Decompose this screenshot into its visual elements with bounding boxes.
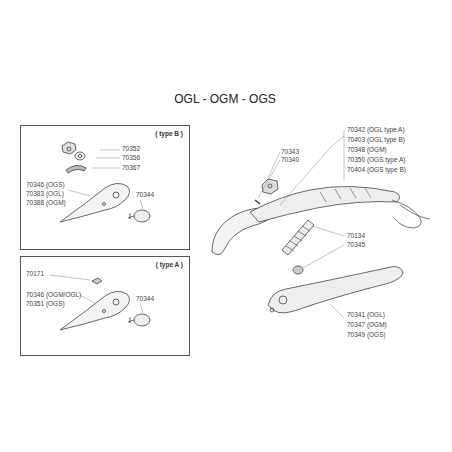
callout-number: 70171 — [26, 271, 44, 278]
callout-number: 70343 — [281, 149, 299, 156]
callout-number: 70347 (OGM) — [347, 322, 387, 329]
callout-number: 70403 (OGL type B) — [347, 137, 405, 144]
box-heading: ( type A ) — [156, 261, 183, 268]
callout-number: 70342 (OGL type A) — [347, 127, 405, 134]
callout-number: 70351 (OGS) — [26, 301, 65, 308]
callout-number: 70367 — [122, 165, 140, 172]
callout-number: 70341 (OGL) — [347, 312, 385, 319]
callout-number: 70346 (OGS) — [26, 182, 65, 189]
callout-number: 70340 — [281, 157, 299, 164]
callout-number: 70134 — [347, 233, 365, 240]
callout-number: 70383 (OGL) — [26, 191, 64, 198]
callout-number: 70352 — [122, 146, 140, 153]
callout-number: 70349 (OGS) — [347, 332, 386, 339]
callout-number: 70344 — [136, 192, 154, 199]
callout-number: 70345 — [347, 242, 365, 249]
callout-number: 70404 (OGS type B) — [347, 167, 406, 174]
callout-number: 70350 (OGS type A) — [347, 157, 406, 164]
callout-number: 70348 (OGM) — [347, 147, 387, 154]
box-heading: ( type B ) — [155, 130, 183, 137]
diagram-title: OGL - OGM - OGS — [174, 92, 276, 106]
type-a-parts — [50, 275, 150, 330]
callout-number: 70356 — [122, 155, 140, 162]
callout-number: 70346 (OGM/OGL) — [26, 292, 81, 299]
pruner-assembly — [212, 130, 430, 318]
callout-number: 70344 — [136, 296, 154, 303]
type-b-parts — [60, 142, 150, 222]
callout-number: 70388 (OGM) — [26, 200, 66, 207]
